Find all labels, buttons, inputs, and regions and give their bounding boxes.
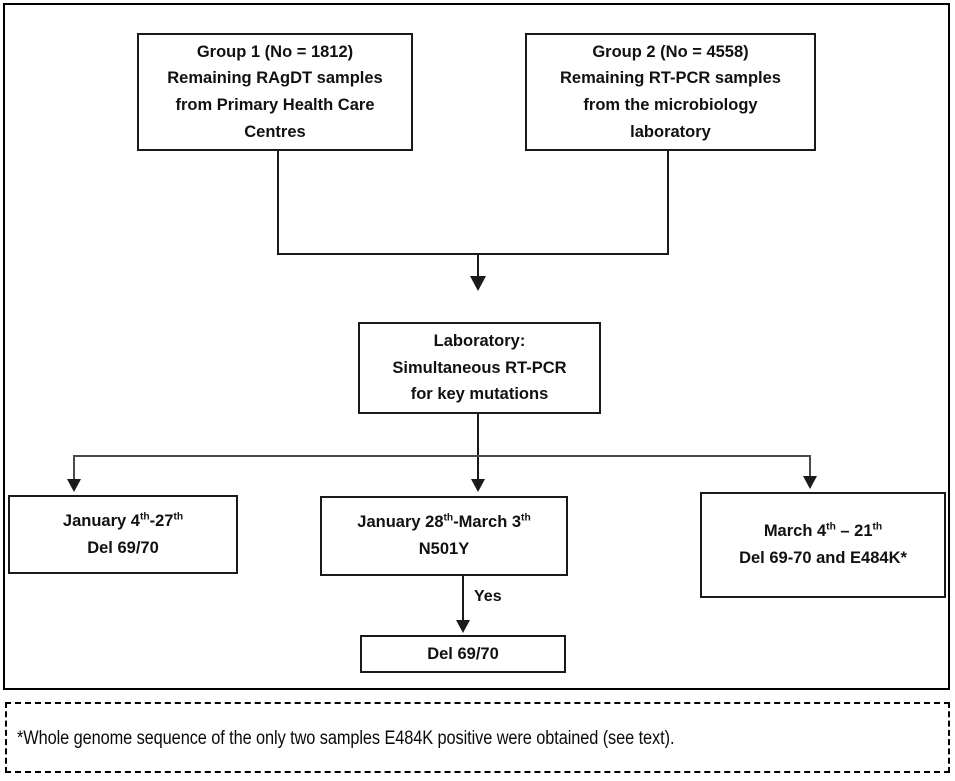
period-1-dates: January 4th-27th	[63, 508, 183, 535]
node-laboratory: Laboratory: Simultaneous RT-PCR for key …	[358, 322, 601, 414]
del-result-label: Del 69/70	[427, 644, 499, 663]
group-1-line-3: from Primary Health Care	[175, 96, 375, 114]
period-2-sup-b: th	[521, 512, 531, 524]
period-3-sup-a: th	[826, 521, 836, 533]
period-3-date-b: – 21	[835, 522, 873, 541]
node-group-1: Group 1 (No = 1812) Remaining RAgDT samp…	[137, 33, 413, 151]
period-2-mutation: N501Y	[418, 540, 470, 558]
connector-group1-down	[277, 151, 279, 255]
period-3-mutation: Del 69-70 and E484K*	[739, 549, 907, 567]
connector-merge-to-lab	[477, 253, 479, 279]
arrowhead-to-laboratory	[470, 276, 486, 291]
group-1-line-4: Centres	[244, 122, 306, 141]
connector-merge-horizontal	[277, 253, 669, 255]
group-2-line-3: from the microbiology	[583, 96, 758, 114]
period-3-dates: March 4th – 21th	[764, 518, 882, 545]
period-2-sup-a: th	[443, 512, 454, 524]
period-2-date-b: -March 3	[453, 513, 522, 532]
arrowhead-to-period-1	[67, 479, 81, 492]
group-2-line-1: Group 2 (No = 4558)	[592, 42, 749, 61]
period-1-sup-b: th	[173, 511, 184, 523]
footnote-box: *Whole genome sequence of the only two s…	[5, 702, 950, 773]
period-1-mutation: Del 69/70	[87, 538, 159, 557]
group-2-line-2: Remaining RT-PCR samples	[560, 69, 781, 88]
period-1-date-b: -27	[149, 511, 174, 530]
period-2-date-a: January 28	[357, 513, 444, 532]
group-2-line-4: laboratory	[630, 122, 711, 141]
period-3-sup-b: th	[872, 521, 883, 533]
connector-split-right-down	[809, 455, 811, 479]
period-1-sup-a: th	[139, 511, 150, 523]
period-3-date-a: March 4	[763, 522, 827, 541]
group-1-line-2: Remaining RAgDT samples	[167, 69, 383, 88]
connector-split-left-down	[73, 455, 75, 481]
node-period-march-4-21: March 4th – 21th Del 69-70 and E484K*	[700, 492, 946, 598]
arrowhead-to-period-3	[803, 476, 817, 489]
node-del-69-70-result: Del 69/70	[360, 635, 566, 673]
node-period-january-28-march-3: January 28th-March 3th N501Y	[320, 496, 568, 576]
group-1-line-1: Group 1 (No = 1812)	[196, 42, 354, 61]
node-period-january-4-27: January 4th-27th Del 69/70	[8, 495, 238, 574]
laboratory-line-1: Laboratory:	[433, 331, 526, 350]
connector-lab-down	[477, 414, 479, 482]
period-1-date-a: January 4	[62, 511, 140, 530]
laboratory-line-3: for key mutations	[410, 385, 549, 404]
connector-period2-to-del	[462, 576, 464, 622]
footnote-text: *Whole genome sequence of the only two s…	[17, 728, 675, 749]
arrowhead-to-del-result	[456, 620, 470, 633]
connector-split-horizontal	[73, 455, 810, 457]
period-2-dates: January 28th-March 3th	[357, 509, 530, 536]
edge-label-yes: Yes	[474, 588, 502, 605]
arrowhead-to-period-2	[471, 479, 485, 492]
laboratory-line-2: Simultaneous RT-PCR	[392, 358, 567, 377]
connector-group2-down	[667, 151, 669, 255]
node-group-2: Group 2 (No = 4558) Remaining RT-PCR sam…	[525, 33, 816, 151]
